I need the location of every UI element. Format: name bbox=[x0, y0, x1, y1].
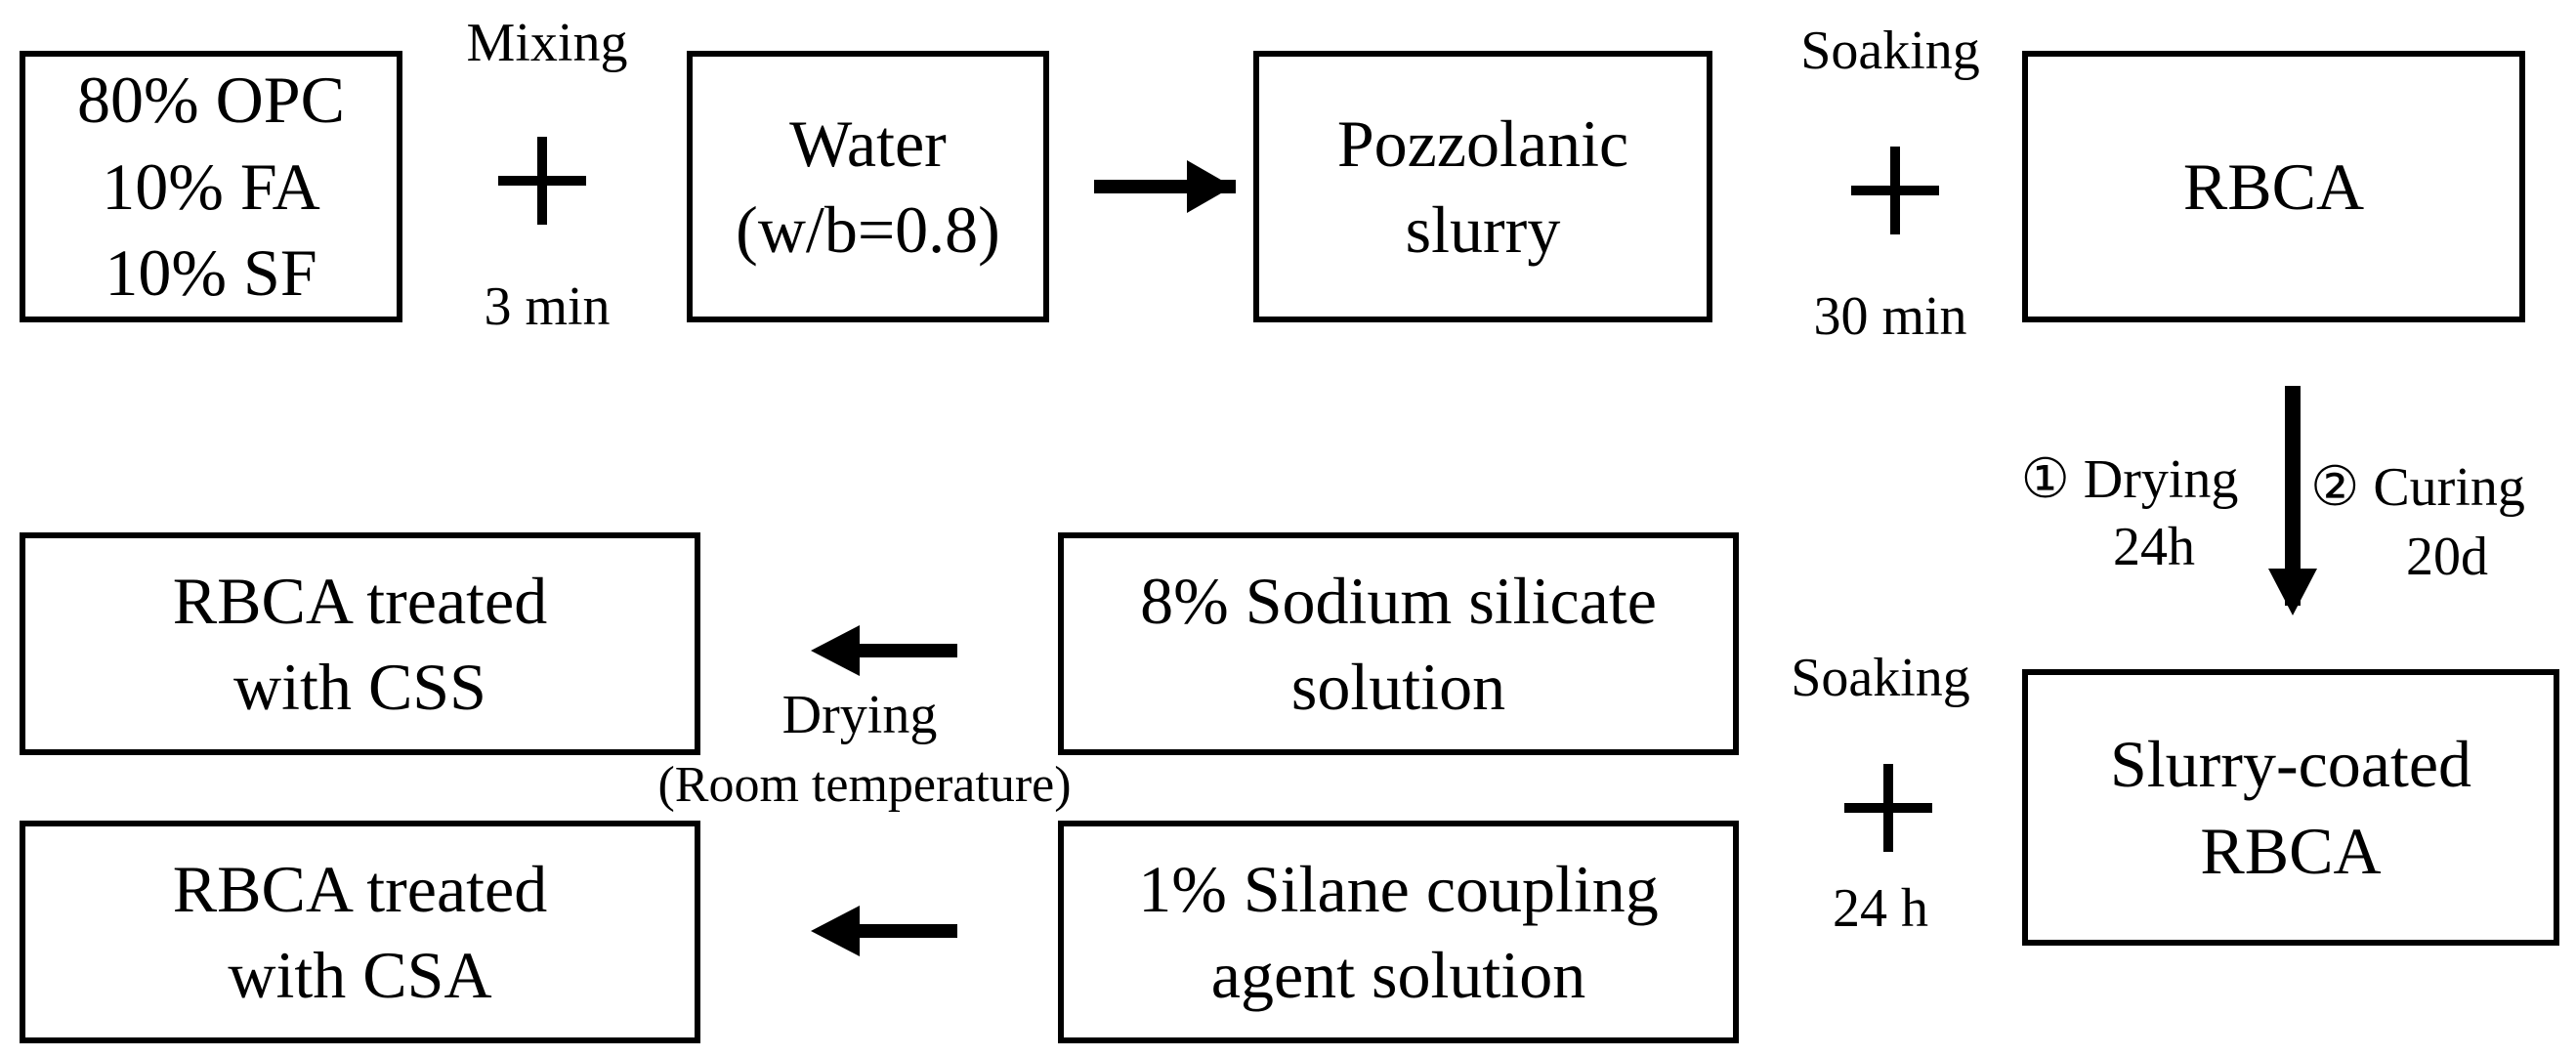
arrow-left-to-csa bbox=[811, 906, 957, 956]
pozzolanic-slurry-box: Pozzolanic slurry bbox=[1253, 51, 1712, 322]
curing-time-label: 20d bbox=[2406, 527, 2488, 587]
slurry-coated-rbca-box: Slurry-coated RBCA bbox=[2022, 669, 2559, 946]
arrow-down-rbca-to-coated bbox=[2268, 386, 2317, 615]
silane-line-1: 1% Silane coupling bbox=[1138, 851, 1659, 926]
sodium-line-2: solution bbox=[1290, 650, 1506, 724]
mixing-label: Mixing bbox=[466, 13, 628, 73]
plus-icon-mixing bbox=[498, 137, 586, 225]
plus-icon-soaking-2 bbox=[1844, 764, 1932, 852]
drying-step-label: ① Drying bbox=[2020, 449, 2239, 510]
arrow-left-to-css bbox=[811, 625, 957, 676]
plus-icon-soaking-1 bbox=[1851, 147, 1939, 234]
drying-time-label: 24h bbox=[2113, 517, 2195, 577]
rbca-box: RBCA bbox=[2022, 51, 2525, 322]
curing-step-label: ② Curing bbox=[2310, 457, 2525, 518]
binder-line-2: 10% FA bbox=[102, 148, 320, 224]
coated-line-1: Slurry-coated bbox=[2109, 727, 2472, 802]
water-line-2: (w/b=0.8) bbox=[736, 192, 1000, 267]
css-line-2: with CSS bbox=[233, 650, 486, 724]
coated-line-2: RBCA bbox=[2200, 813, 2382, 888]
drying-final-note: (Room temperature) bbox=[657, 757, 1072, 813]
binder-line-3: 10% SF bbox=[105, 235, 317, 311]
slurry-line-1: Pozzolanic bbox=[1336, 106, 1629, 181]
silane-coupling-box: 1% Silane coupling agent solution bbox=[1058, 821, 1739, 1043]
csa-line-1: RBCA treated bbox=[172, 851, 548, 926]
sodium-line-1: 8% Sodium silicate bbox=[1140, 563, 1657, 638]
sodium-silicate-box: 8% Sodium silicate solution bbox=[1058, 532, 1739, 755]
mixing-time-label: 3 min bbox=[484, 276, 611, 337]
rbca-csa-box: RBCA treated with CSA bbox=[20, 821, 700, 1043]
water-line-1: Water bbox=[789, 106, 947, 181]
water-box: Water (w/b=0.8) bbox=[687, 51, 1049, 322]
soaking-label-2: Soaking bbox=[1791, 648, 1970, 708]
binder-box: 80% OPC 10% FA 10% SF bbox=[20, 51, 402, 322]
soaking-time-label-1: 30 min bbox=[1813, 286, 1967, 347]
binder-line-1: 80% OPC bbox=[77, 63, 345, 138]
rbca-css-box: RBCA treated with CSS bbox=[20, 532, 700, 755]
rbca-label: RBCA bbox=[2182, 148, 2365, 224]
drying-final-label: Drying bbox=[781, 685, 938, 745]
css-line-1: RBCA treated bbox=[172, 563, 548, 638]
csa-line-2: with CSA bbox=[228, 938, 492, 1012]
silane-line-2: agent solution bbox=[1210, 938, 1586, 1012]
slurry-line-2: slurry bbox=[1405, 192, 1561, 267]
arrow-right-water-to-slurry bbox=[1094, 160, 1236, 213]
soaking-time-label-2: 24 h bbox=[1833, 878, 1928, 939]
soaking-label-1: Soaking bbox=[1800, 21, 1980, 81]
